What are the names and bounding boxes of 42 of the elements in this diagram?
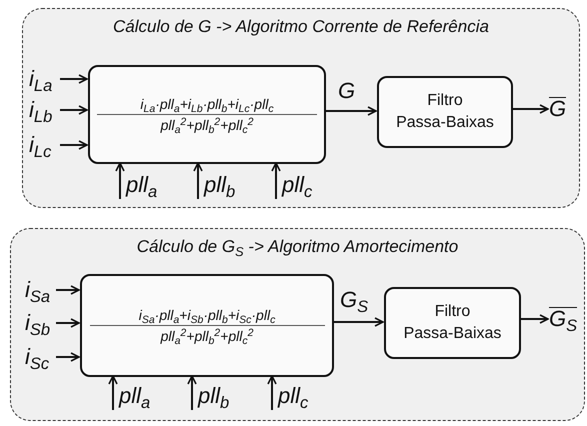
- output-signal: G: [549, 95, 581, 125]
- input-signal: i$_{Sa}$: [25, 276, 57, 306]
- arrow: [325, 106, 377, 116]
- input-signal: i$_{Lc}$: [29, 131, 61, 161]
- input-signal: i$_{Sb}$: [25, 309, 57, 339]
- arrow: [60, 140, 88, 150]
- numerator: i$_{La}$·pll$_{a}$+i$_{Lb}$·pll$_{b}$+i$_{Lc}$·pll$_{c}$: [139, 95, 275, 113]
- input-signal: pll$_{a}$: [114, 379, 160, 415]
- panel-title: Cálculo de G -> Algoritmo Corrente de Referência: [112, 17, 490, 37]
- input-signal: pll$_{a}$: [121, 168, 167, 204]
- block-label: Filtro Passa-Baixas: [395, 91, 495, 133]
- block-label: Filtro Passa-Baixas: [402, 302, 502, 344]
- panel-title: Cálculo de G$_{S}$ -> Algoritmo Amortecimento: [136, 237, 460, 257]
- arrow: [56, 285, 80, 295]
- filter-block: [384, 287, 521, 359]
- arrow: [60, 105, 88, 115]
- input-signal: i$_{Lb}$: [29, 96, 61, 126]
- arrow: [271, 162, 281, 199]
- arrow: [333, 317, 384, 327]
- input-signal: i$_{Sc}$: [25, 343, 57, 373]
- numerator: i$_{Sa}$·pll$_{a}$+i$_{Sb}$·pll$_{b}$+i$_{Sc}$·pll$_{c}$: [138, 306, 276, 324]
- arrow: [520, 314, 549, 324]
- arrow: [115, 162, 125, 199]
- input-signal: i$_{La}$: [29, 65, 61, 95]
- formula-block: [80, 274, 334, 377]
- output-signal: G$_{S}$: [549, 305, 583, 335]
- input-signal: pll$_{b}$: [199, 168, 245, 204]
- arrow: [56, 352, 80, 362]
- input-signal: pll$_{c}$: [273, 379, 319, 415]
- arrow: [193, 162, 203, 199]
- arrow: [187, 375, 197, 410]
- arrow: [108, 375, 118, 410]
- formula-block: [88, 65, 326, 164]
- input-signal: pll$_{b}$: [193, 379, 239, 415]
- arrow: [60, 74, 88, 84]
- arrow: [56, 318, 80, 328]
- input-signal: pll$_{c}$: [277, 168, 323, 204]
- arrow: [267, 375, 277, 410]
- filter-block: [377, 76, 513, 148]
- arrow: [512, 104, 549, 114]
- group-panel: [22, 8, 580, 208]
- group-panel: [10, 228, 585, 421]
